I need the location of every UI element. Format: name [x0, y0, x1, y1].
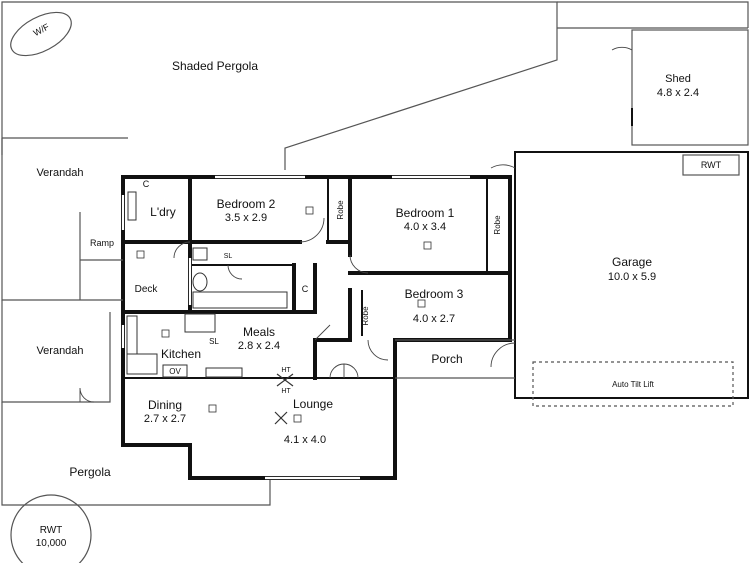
fixtures: [126, 191, 294, 425]
bedroom2-name: Bedroom 2: [217, 197, 276, 211]
bedroom2-size: 3.5 x 2.9: [225, 212, 267, 224]
shaded-pergola-area: [1, 1, 558, 170]
robe-b2-label: Robe: [336, 200, 345, 220]
sl-kitchen-label: SL: [209, 337, 219, 346]
robe-b1-label: Robe: [493, 215, 502, 235]
bedroom3-name: Bedroom 3: [405, 287, 464, 301]
bedroom1-size: 4.0 x 3.4: [404, 221, 446, 233]
wf-label: W/F: [32, 21, 52, 38]
deck-outline: [80, 259, 123, 301]
ht-bottom-label: HT: [281, 388, 291, 395]
lounge-name: Lounge: [293, 397, 333, 411]
verandah-top-label: Verandah: [36, 167, 83, 179]
garage-size: 10.0 x 5.9: [608, 271, 656, 283]
deck-label: Deck: [135, 284, 159, 295]
ht-top-label: HT: [281, 367, 291, 374]
bath-cupboard-label: C: [302, 284, 309, 294]
oven-label: OV: [169, 367, 181, 376]
porch-label: Porch: [431, 352, 462, 366]
sl-bath-label: SL: [224, 253, 233, 260]
shed-name: Shed: [665, 73, 691, 85]
pergola-area: [1, 402, 271, 506]
wf-ellipse: [10, 11, 72, 57]
shed-size: 4.8 x 2.4: [657, 87, 699, 99]
dining-name: Dining: [148, 398, 182, 412]
garage-rwt-label: RWT: [701, 160, 722, 170]
verandah-mid-label: Verandah: [36, 345, 83, 357]
garage-name: Garage: [612, 255, 652, 269]
laundry-label: L'dry: [150, 205, 176, 219]
doors: [173, 217, 389, 379]
lounge-size: 4.1 x 4.0: [284, 434, 326, 446]
laundry-cupboard-label: C: [143, 179, 150, 189]
bedroom1-name: Bedroom 1: [396, 206, 455, 220]
rwt-tank-capacity: 10,000: [36, 538, 67, 549]
ramp-label: Ramp: [90, 238, 114, 248]
shaded-pergola-label: Shaded Pergola: [172, 59, 258, 73]
verandah-top-area: [1, 138, 81, 301]
rwt-tank: [10, 494, 92, 563]
house-walls: [121, 175, 512, 480]
hatch-boxes: [136, 206, 432, 423]
garage-outline: [490, 151, 749, 407]
meals-name: Meals: [243, 325, 275, 339]
meals-size: 2.8 x 2.4: [238, 340, 280, 352]
porch-outline: [395, 339, 515, 379]
robe-b3-label: Robe: [361, 306, 370, 326]
verandah-mid-area: [1, 300, 111, 403]
kitchen-label: Kitchen: [161, 347, 201, 361]
windows: [121, 175, 470, 480]
dining-size: 2.7 x 2.7: [144, 413, 186, 425]
auto-tilt-lift-label: Auto Tilt Lift: [612, 380, 655, 389]
rwt-tank-name: RWT: [40, 525, 63, 536]
shed-outline: [557, 1, 749, 146]
pergola-label: Pergola: [69, 465, 111, 479]
bedroom3-size: 4.0 x 2.7: [413, 313, 455, 325]
